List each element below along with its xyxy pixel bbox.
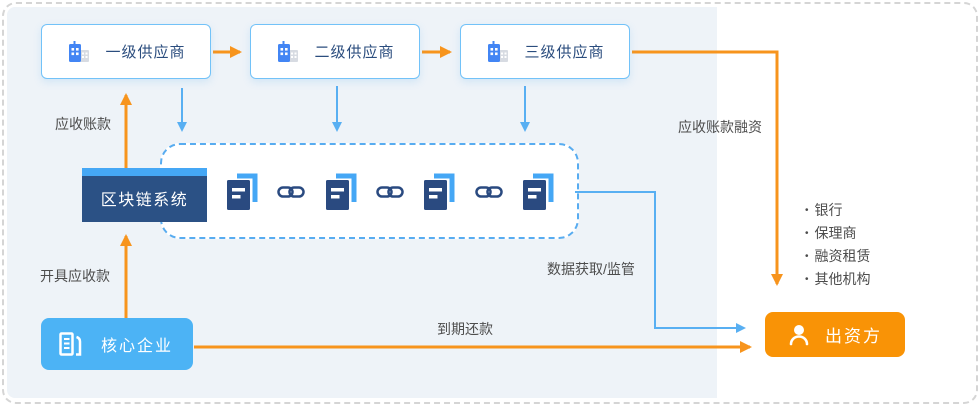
flow-label-repayment: 到期还款: [437, 321, 493, 337]
blockchain-box-top-strip: [82, 168, 207, 176]
chain-link-icon: [474, 186, 503, 198]
funder-label: 出资方: [825, 327, 882, 346]
building-icon: [488, 40, 509, 62]
supplier-tier1-label: 一级供应商: [105, 44, 186, 61]
block-icon: [227, 173, 258, 210]
funder-type-item: 其他机构: [805, 269, 871, 292]
building-icon: [278, 40, 299, 62]
funder-type-item: 保理商: [805, 223, 871, 246]
node-funder: 出资方: [765, 312, 905, 357]
arrow-supplier3-to-funder-financing: [632, 50, 783, 286]
node-core-enterprise: 核心企业: [41, 318, 193, 370]
block-icon: [325, 173, 357, 210]
block-icon: [424, 173, 455, 210]
funder-type-item: 银行: [805, 200, 871, 223]
ledger-building-icon: [59, 332, 82, 356]
funder-type-item: 融资租赁: [805, 246, 871, 269]
blockchain-system-label: 区块链系统: [100, 192, 189, 209]
block-chain-row: [224, 171, 556, 213]
flow-label-issue-receivables: 开具应收款: [40, 268, 110, 284]
funder-types-list: 银行 保理商 融资租赁 其他机构: [805, 200, 871, 292]
flow-label-receivables-financing: 应收账款融资: [678, 119, 762, 135]
node-supplier-tier3: 三级供应商: [460, 24, 630, 79]
supplier-tier2-label: 二级供应商: [314, 44, 395, 61]
chain-link-icon: [376, 186, 404, 198]
node-supplier-tier1: 一级供应商: [41, 24, 211, 79]
flow-label-receivables: 应收账款: [55, 116, 111, 132]
chain-link-icon: [277, 186, 306, 198]
core-enterprise-label: 核心企业: [101, 338, 174, 355]
node-blockchain-system: 区块链系统: [82, 168, 207, 222]
node-supplier-tier2: 二级供应商: [250, 24, 420, 79]
building-icon: [69, 40, 90, 62]
block-icon: [522, 173, 554, 210]
flow-label-data-supervision: 数据获取/监管: [547, 261, 635, 277]
arrow-chain-data-to-funder: [575, 191, 746, 333]
supplier-tier3-label: 三级供应商: [524, 44, 605, 61]
person-icon: [789, 324, 809, 345]
